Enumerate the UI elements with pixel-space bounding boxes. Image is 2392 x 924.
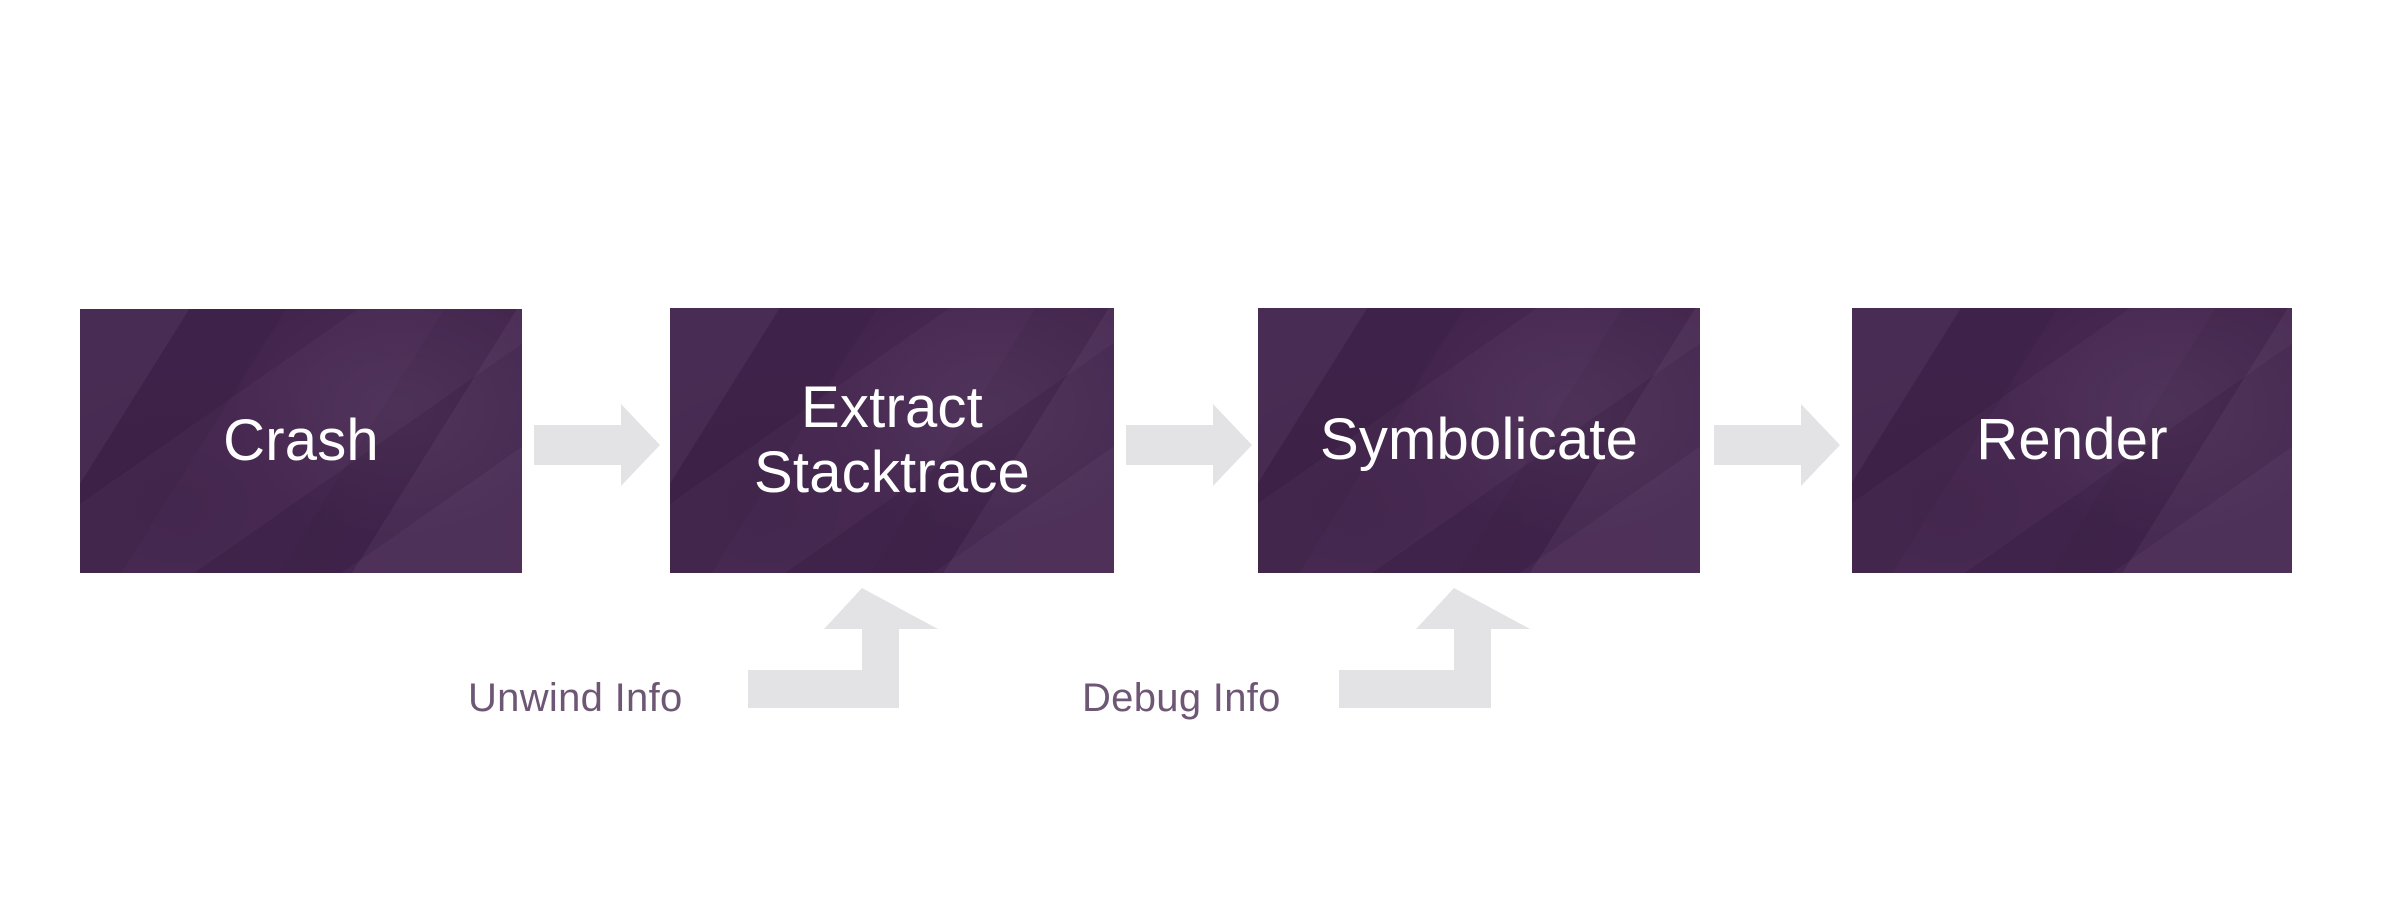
process-box-extract-stacktrace[interactable]: Extract Stacktrace bbox=[670, 308, 1114, 573]
process-box-extract-stacktrace-label: Extract Stacktrace bbox=[754, 374, 1030, 505]
process-box-crash-label: Crash bbox=[223, 407, 379, 473]
flow-arrow-symbolicate-to-render bbox=[1714, 404, 1840, 486]
process-box-symbolicate[interactable]: Symbolicate bbox=[1258, 308, 1700, 573]
process-box-crash[interactable]: Crash bbox=[80, 309, 522, 573]
process-box-render-label: Render bbox=[1976, 407, 2168, 473]
input-label-unwind-info: Unwind Info bbox=[468, 676, 683, 720]
input-label-debug-info: Debug Info bbox=[1082, 676, 1281, 720]
flow-arrow-extract-to-symbolicate bbox=[1126, 404, 1252, 486]
flow-arrow-crash-to-extract bbox=[534, 404, 660, 486]
process-box-render[interactable]: Render bbox=[1852, 308, 2292, 573]
process-box-symbolicate-label: Symbolicate bbox=[1319, 407, 1639, 473]
elbow-arrow-debug-info bbox=[1339, 588, 1530, 708]
elbow-arrow-unwind-info bbox=[748, 588, 938, 708]
